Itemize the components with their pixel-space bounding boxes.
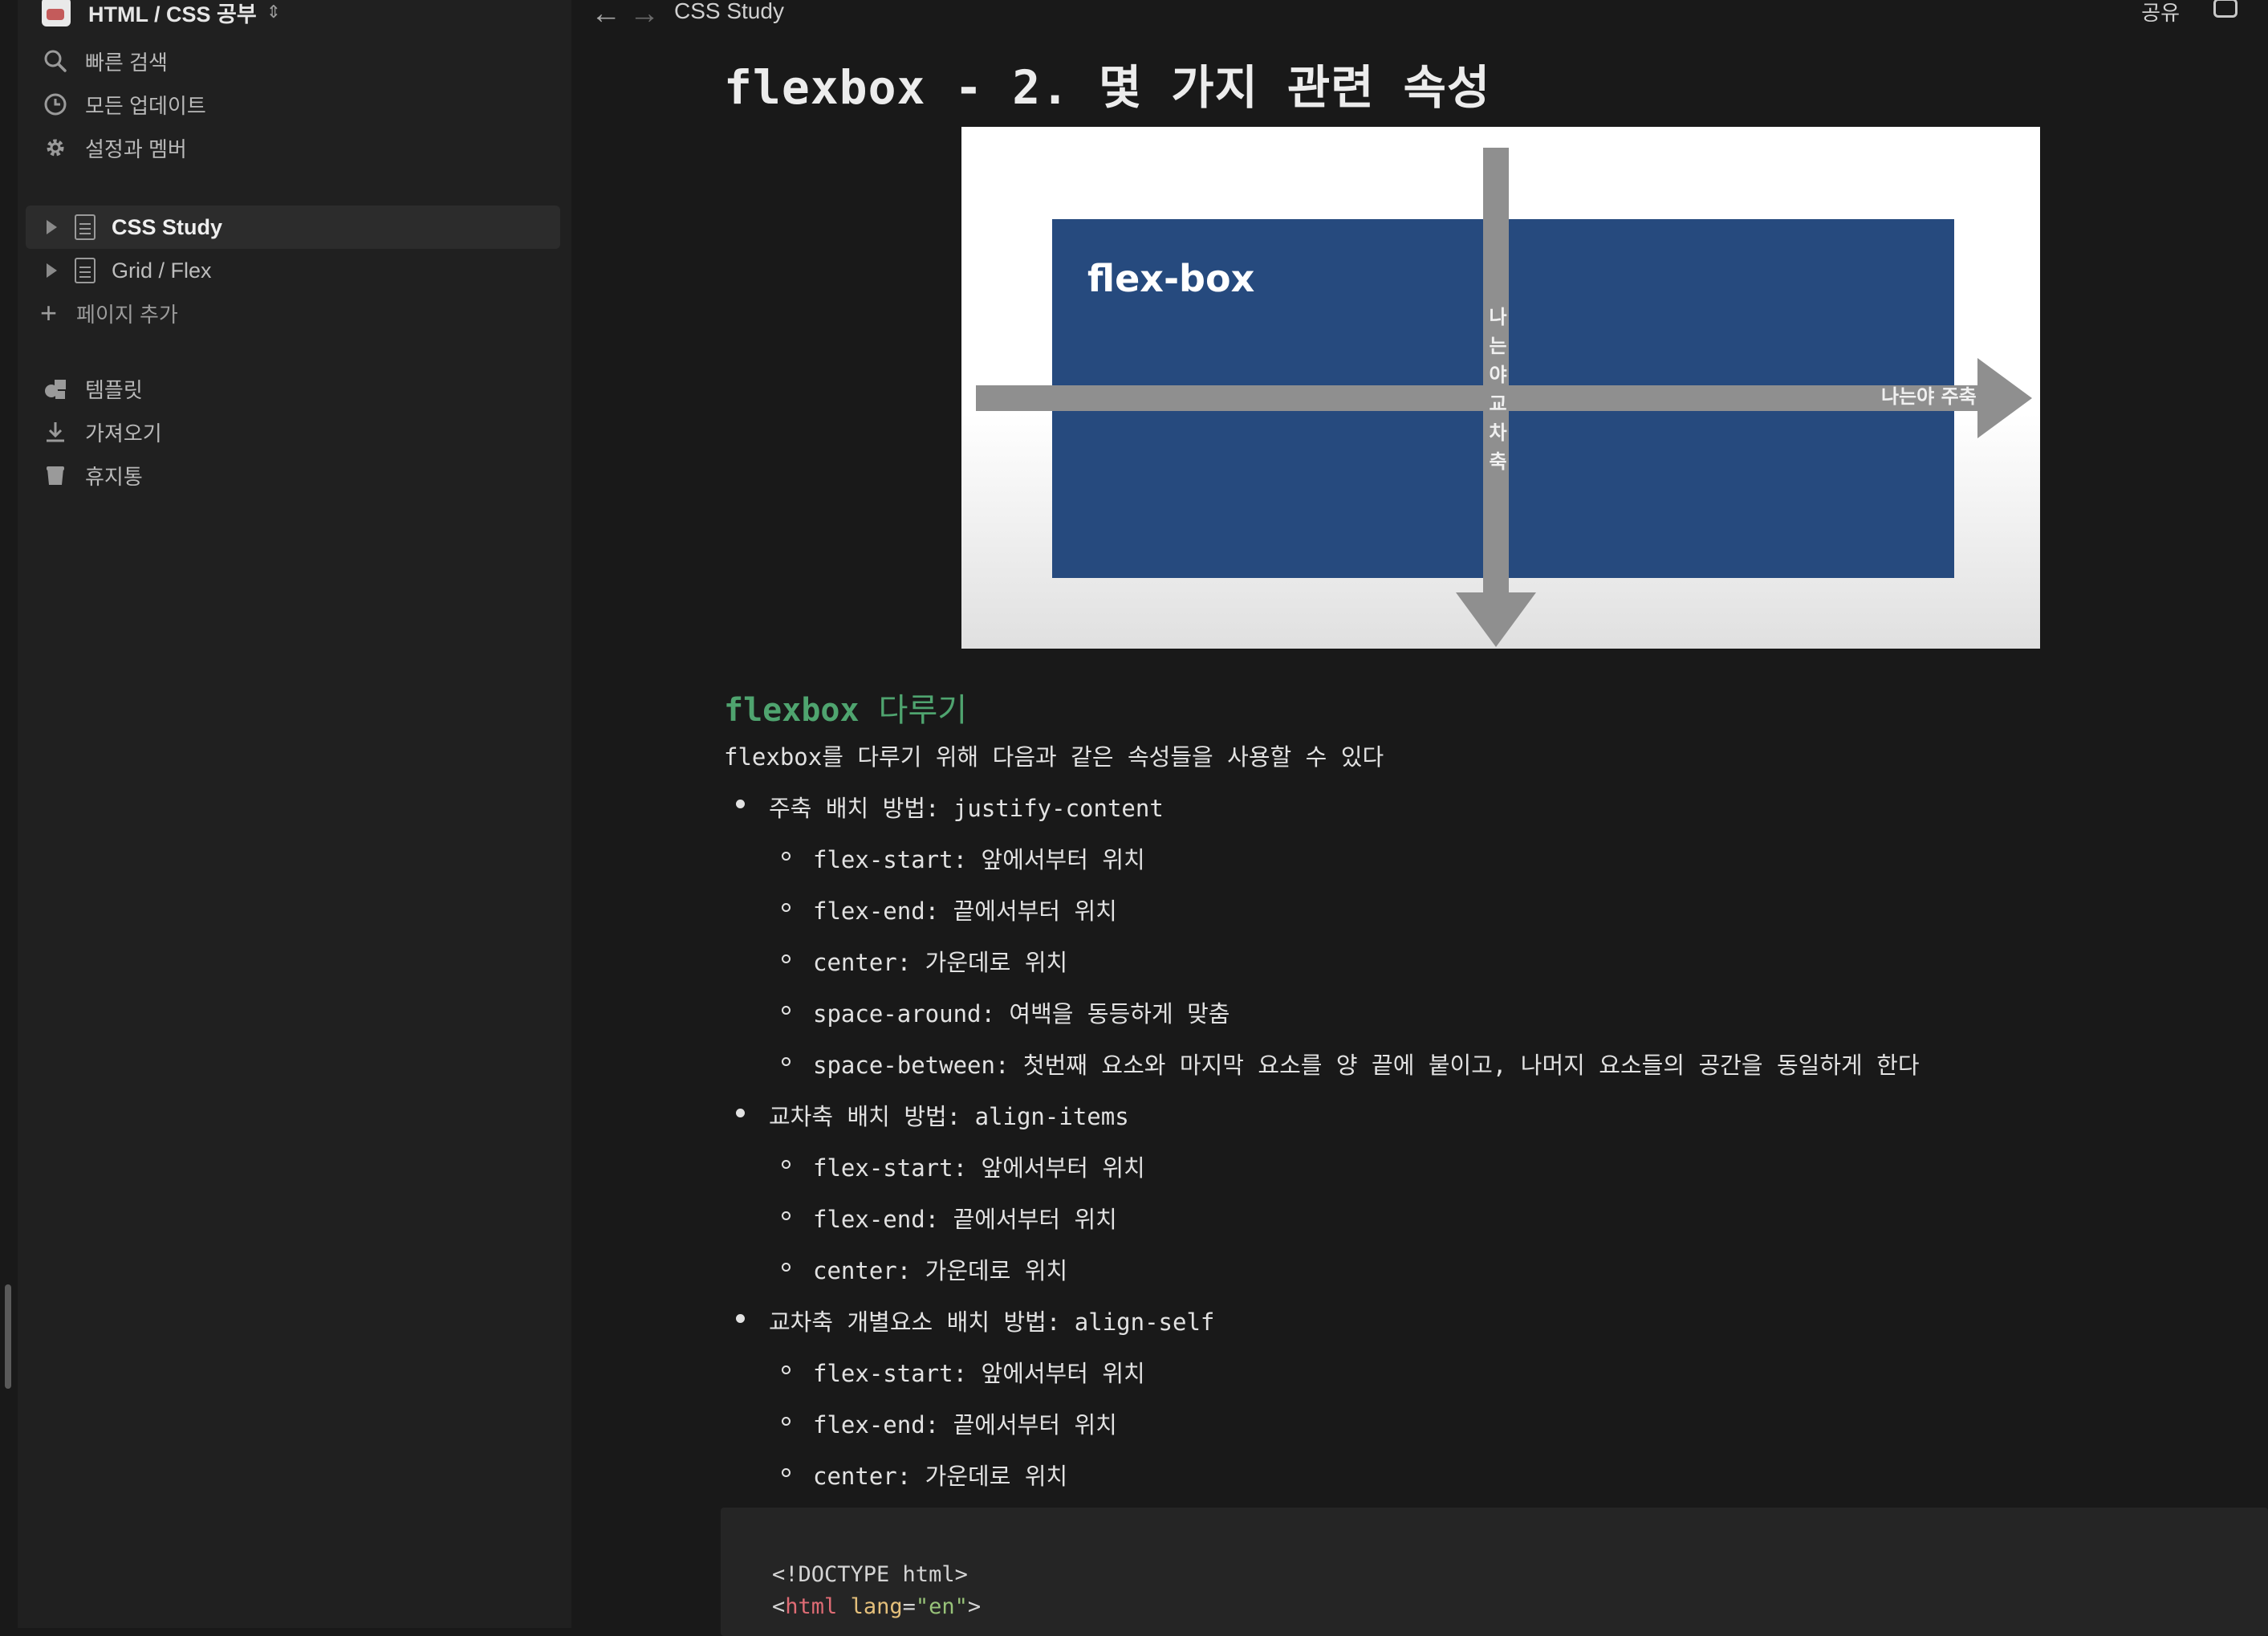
sub-bullet-dot <box>782 1365 791 1374</box>
page-icon <box>75 258 96 283</box>
add-page-button[interactable]: + 페이지 추가 <box>40 297 178 329</box>
flex-box-label: flex-box <box>1087 257 1254 300</box>
section-heading-text: 다루기 <box>878 692 968 729</box>
add-page-label: 페이지 추가 <box>76 302 178 327</box>
cross-axis-arrow <box>1483 148 1509 613</box>
sidebar-item-trash[interactable]: 휴지통 <box>42 459 143 491</box>
bullet-dot <box>736 1314 745 1323</box>
code-token: < <box>772 1594 786 1619</box>
code-token: > <box>967 1594 982 1619</box>
main-axis-arrow <box>976 385 1987 411</box>
expand-caret-icon[interactable] <box>47 263 57 278</box>
list-subitem: flex-end: 끝에서부터 위치 <box>813 897 1117 925</box>
list-subitem: flex-start: 앞에서부터 위치 <box>813 1360 1145 1387</box>
search-icon <box>44 50 67 72</box>
sidebar-item-label: 휴지통 <box>85 464 143 489</box>
sidebar-item-label: 가져오기 <box>85 421 162 446</box>
list-item: 교차축 배치 방법: align-items <box>769 1103 1129 1130</box>
code-token: lang <box>850 1594 903 1619</box>
list-subitem: center: 가운데로 위치 <box>813 1463 1068 1490</box>
code-line: <!DOCTYPE html> <box>772 1562 968 1587</box>
sidebar: HTML / CSS 공부 ⇕ 빠른 검색 모든 업데이트 설정과 멤버 CSS… <box>18 0 571 1628</box>
section-heading-code: flexbox <box>724 692 860 729</box>
code-line: <html lang="en"> <box>772 1594 981 1619</box>
sub-bullet-dot <box>782 1160 791 1169</box>
clock-icon <box>44 93 67 116</box>
list-subitem: center: 가운데로 위치 <box>813 1257 1068 1284</box>
page-icon <box>75 214 96 240</box>
list-subitem: flex-end: 끝에서부터 위치 <box>813 1411 1117 1439</box>
sub-bullet-dot <box>782 1468 791 1477</box>
sub-bullet-dot <box>782 1057 791 1066</box>
bullet-dot <box>736 1109 745 1117</box>
forward-arrow-icon[interactable]: → <box>629 0 660 31</box>
bullet-dot <box>736 800 745 808</box>
chevron-updown-icon: ⇕ <box>266 2 282 22</box>
cross-axis-arrowhead <box>1456 592 1536 647</box>
main-axis-label: 나는야 주축 <box>1881 385 1977 408</box>
sub-bullet-dot <box>782 1417 791 1426</box>
list-subitem: flex-start: 앞에서부터 위치 <box>813 1154 1145 1182</box>
sub-bullet-dot <box>782 903 791 912</box>
list-subitem: flex-end: 끝에서부터 위치 <box>813 1206 1117 1233</box>
main-axis-arrowhead <box>1977 358 2032 438</box>
sidebar-item-updates[interactable]: 모든 업데이트 <box>42 88 206 120</box>
workspace-title: HTML / CSS 공부 <box>88 2 257 26</box>
sub-bullet-dot <box>782 954 791 963</box>
intro-paragraph: flexbox를 다루기 위해 다음과 같은 속성들을 사용할 수 있다 <box>724 743 1384 771</box>
sidebar-item-settings[interactable]: 설정과 멤버 <box>42 132 187 164</box>
breadcrumb[interactable]: CSS Study <box>674 0 784 23</box>
section-heading: flexbox 다루기 <box>724 684 967 731</box>
workspace-avatar <box>42 0 71 26</box>
sidebar-page-css-study[interactable]: CSS Study <box>26 206 560 249</box>
workspace-switcher[interactable]: HTML / CSS 공부 ⇕ <box>42 0 282 26</box>
list-item: 교차축 개별요소 배치 방법: align-self <box>769 1308 1215 1336</box>
sidebar-item-search[interactable]: 빠른 검색 <box>42 45 168 77</box>
back-arrow-icon[interactable]: ← <box>591 0 621 31</box>
topbar: ← → CSS Study 공유 <box>571 0 2268 31</box>
code-token: "en" <box>915 1594 968 1619</box>
sub-bullet-dot <box>782 1006 791 1015</box>
sidebar-page-label: CSS Study <box>112 214 223 239</box>
list-subitem: space-between: 첫번째 요소와 마지막 요소를 양 끝에 붙이고,… <box>813 1052 1920 1079</box>
sidebar-item-templates[interactable]: 템플릿 <box>42 372 143 405</box>
shapes-icon <box>45 380 66 399</box>
flexbox-axis-diagram: flex-box 나는야 주축 나는야교차축 <box>961 127 2040 649</box>
expand-caret-icon[interactable] <box>47 220 57 234</box>
sidebar-item-label: 설정과 멤버 <box>85 136 187 161</box>
sidebar-item-label: 템플릿 <box>85 377 143 402</box>
sidebar-item-import[interactable]: 가져오기 <box>42 416 162 448</box>
scrollbar-thumb[interactable] <box>5 1284 11 1389</box>
sub-bullet-dot <box>782 1263 791 1272</box>
list-subitem: flex-start: 앞에서부터 위치 <box>813 846 1145 873</box>
list-subitem: space-around: 여백을 동등하게 맞춤 <box>813 1000 1230 1028</box>
trash-icon <box>47 466 64 485</box>
download-icon <box>47 422 64 442</box>
cross-axis-label: 나는야교차축 <box>1485 307 1507 480</box>
code-block[interactable]: <!DOCTYPE html> <html lang="en"> <box>721 1508 2268 1636</box>
plus-icon: + <box>40 296 58 329</box>
code-token: html <box>785 1594 838 1619</box>
sidebar-item-label: 모든 업데이트 <box>85 93 206 118</box>
share-button[interactable]: 공유 <box>2141 1 2180 25</box>
sub-bullet-dot <box>782 1211 791 1220</box>
list-item: 주축 배치 방법: justify-content <box>769 795 1164 822</box>
page-title: flexbox - 2. 몇 가지 관련 속성 <box>724 60 1491 115</box>
sidebar-page-label: Grid / Flex <box>112 258 212 283</box>
sidebar-page-grid-flex[interactable]: Grid / Flex <box>26 249 560 292</box>
code-token: = <box>902 1594 916 1619</box>
comment-icon[interactable] <box>2213 0 2238 18</box>
sub-bullet-dot <box>782 852 791 861</box>
sidebar-item-label: 빠른 검색 <box>85 50 168 75</box>
diagram-svg: flex-box 나는야 주축 나는야교차축 <box>976 148 2032 647</box>
gear-icon <box>47 139 64 157</box>
list-subitem: center: 가운데로 위치 <box>813 949 1068 976</box>
